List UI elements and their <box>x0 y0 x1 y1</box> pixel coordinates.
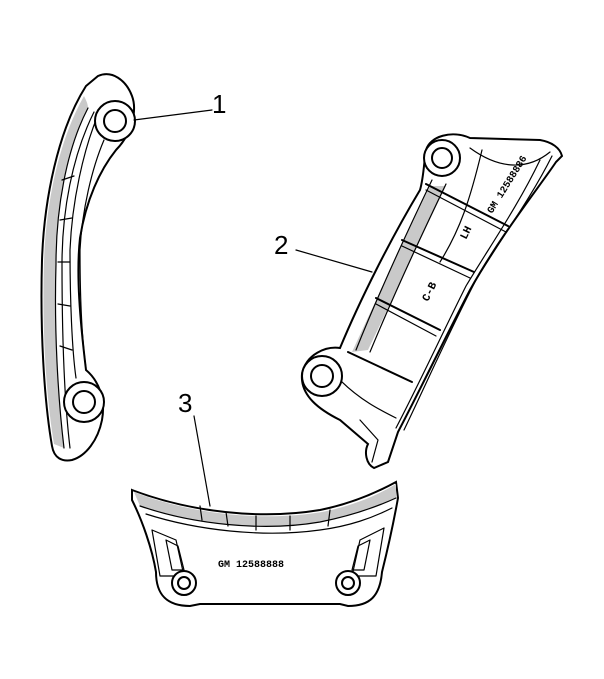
guide-3-part-number: GM 12588888 <box>218 560 284 571</box>
callout-3: 3 <box>178 388 211 507</box>
callout-label-2: 2 <box>274 230 288 260</box>
callout-2: 2 <box>274 230 373 273</box>
callout-1: 1 <box>133 89 226 121</box>
chain-guide-1 <box>40 73 136 462</box>
chain-guide-3: GM 12588888 <box>131 480 400 608</box>
chain-guide-2: LH C-B GM 12588886 <box>300 133 564 470</box>
callout-label-1: 1 <box>212 89 226 119</box>
callout-label-3: 3 <box>178 388 192 418</box>
guide-2-side-marking: LH <box>459 225 476 242</box>
